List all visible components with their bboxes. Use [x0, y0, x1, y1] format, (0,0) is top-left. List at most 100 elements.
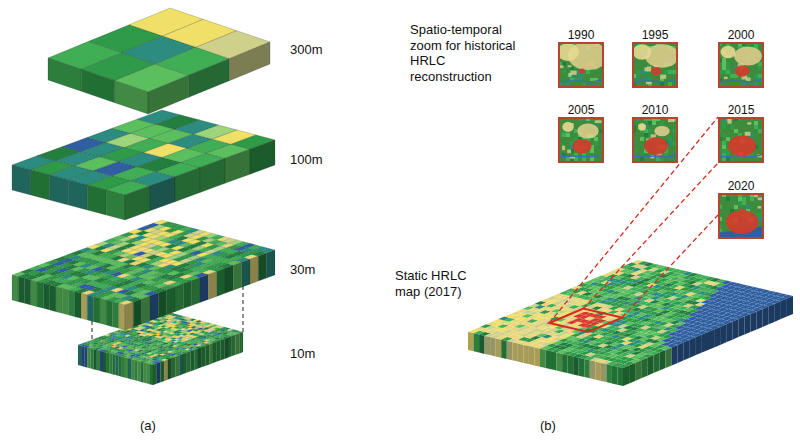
side-face: [69, 180, 88, 210]
side-face: [167, 287, 175, 315]
side-face: [106, 353, 109, 374]
thumbnail-image: [558, 42, 604, 88]
side-face: [161, 361, 165, 382]
side-face: [175, 284, 183, 312]
side-face: [775, 301, 781, 322]
bare-patch: [568, 65, 572, 67]
texture-cell: [636, 70, 640, 74]
side-face: [623, 365, 629, 386]
side-face: [97, 350, 100, 371]
side-face: [666, 347, 672, 368]
side-face: [490, 337, 496, 356]
side-face: [618, 367, 624, 386]
side-face: [738, 317, 744, 338]
side-face: [175, 168, 200, 202]
side-face: [134, 360, 137, 381]
side-face: [153, 364, 157, 385]
side-face: [144, 363, 147, 384]
side-face: [595, 362, 601, 381]
side-face: [122, 357, 125, 378]
side-face: [208, 271, 216, 299]
side-face: [137, 361, 140, 382]
side-face: [225, 149, 250, 183]
side-face: [769, 304, 775, 325]
side-face: [551, 351, 557, 370]
side-face: [150, 293, 158, 321]
side-face: [258, 253, 266, 281]
side-face: [131, 359, 134, 380]
side-face: [12, 275, 18, 302]
side-face: [48, 58, 81, 91]
side-face: [164, 360, 168, 381]
side-face: [125, 302, 133, 330]
side-face: [100, 298, 106, 325]
side-face: [485, 336, 491, 355]
side-face: [534, 347, 540, 366]
grid-layer-30m: [12, 220, 275, 330]
side-face: [116, 355, 119, 376]
side-face: [133, 299, 141, 327]
side-face: [217, 268, 225, 296]
texture-cell: [586, 70, 590, 74]
side-face: [267, 250, 275, 278]
side-face: [75, 292, 81, 319]
thumbnail-ground: [632, 42, 678, 88]
side-face: [501, 340, 507, 359]
projection-line: [92, 321, 93, 340]
side-face: [198, 347, 202, 368]
side-face: [763, 306, 769, 327]
side-face: [112, 302, 118, 329]
river: [558, 79, 604, 83]
side-face: [91, 348, 94, 369]
side-face: [573, 356, 579, 375]
grid-layer-100m: [12, 110, 275, 220]
side-face: [84, 347, 87, 368]
side-face: [158, 290, 166, 318]
side-face: [232, 335, 236, 356]
side-face: [81, 293, 87, 320]
side-face: [192, 278, 200, 306]
side-face: [678, 342, 684, 363]
side-face: [176, 355, 180, 376]
side-face: [62, 288, 68, 315]
thumbnail-image: [632, 42, 678, 88]
side-face: [225, 265, 233, 293]
side-face: [142, 296, 150, 324]
side-face: [224, 338, 228, 359]
side-face: [200, 274, 208, 302]
side-face: [562, 354, 568, 373]
side-face: [584, 359, 590, 378]
side-face: [12, 165, 31, 195]
side-face: [250, 256, 258, 284]
side-face: [228, 336, 232, 357]
side-face: [18, 277, 24, 304]
side-face: [540, 349, 546, 368]
side-face: [147, 363, 150, 384]
side-face: [119, 356, 122, 377]
side-face: [172, 357, 176, 378]
side-face: [187, 351, 191, 372]
bare-patch: [560, 52, 566, 55]
side-face: [744, 314, 750, 335]
texture-cell: [582, 82, 586, 86]
side-face: [518, 344, 524, 363]
side-face: [757, 309, 763, 330]
side-face: [751, 311, 757, 332]
side-face: [702, 332, 708, 353]
texture-cell: [578, 74, 582, 78]
side-face: [641, 358, 647, 379]
side-face: [529, 346, 535, 365]
side-face: [179, 354, 183, 375]
side-face: [209, 343, 213, 364]
side-face: [125, 186, 150, 220]
side-face: [690, 337, 696, 358]
side-face: [157, 362, 161, 383]
side-face: [233, 262, 241, 290]
side-face: [229, 42, 270, 81]
side-face: [213, 342, 217, 363]
side-face: [206, 344, 210, 365]
side-face: [496, 338, 502, 357]
side-face: [787, 296, 793, 317]
side-face: [87, 348, 90, 369]
side-face: [250, 140, 275, 174]
